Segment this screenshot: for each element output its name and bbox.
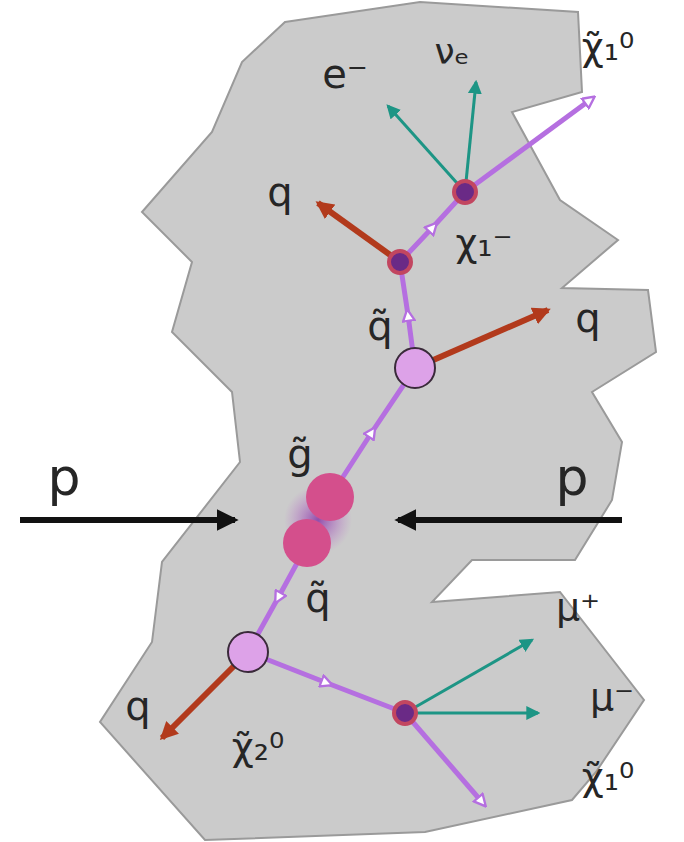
proton-label: p bbox=[555, 449, 588, 506]
lepton-arrow bbox=[405, 712, 538, 715]
decay-dot bbox=[394, 702, 416, 724]
particle-label: χ̃₂⁰ bbox=[232, 727, 284, 769]
decay-dot bbox=[389, 251, 411, 273]
sparticle-line bbox=[465, 100, 590, 192]
particle-label: q̃ bbox=[367, 304, 392, 348]
event-region bbox=[100, 2, 656, 840]
particle-label: χ₁⁻ bbox=[455, 223, 512, 265]
sparticle-line bbox=[400, 192, 465, 262]
particle-label: χ̃₁⁰ bbox=[582, 757, 634, 799]
squark-blob bbox=[283, 519, 331, 567]
particle-label: χ̃₁⁰ bbox=[582, 27, 634, 69]
proton-beam-arrow bbox=[398, 517, 622, 523]
quark-label: q bbox=[267, 170, 292, 214]
lepton-label: μ⁻ bbox=[590, 677, 634, 719]
lepton-label: e⁻ bbox=[322, 52, 368, 96]
lepton-label: μ⁺ bbox=[556, 587, 600, 629]
quark-arrow bbox=[415, 310, 548, 368]
decay-vertex bbox=[228, 632, 268, 672]
sparticle-line bbox=[248, 652, 405, 713]
lepton-arrow bbox=[465, 82, 476, 192]
quark-label: q bbox=[125, 684, 150, 728]
quark-arrow bbox=[318, 203, 400, 262]
sparticle-line bbox=[405, 713, 482, 802]
particle-label: q̃ bbox=[305, 576, 330, 620]
decay-dot bbox=[454, 181, 476, 203]
lepton-arrow bbox=[405, 640, 532, 713]
proton-label: p bbox=[47, 449, 80, 506]
gluino-blob bbox=[306, 473, 354, 521]
lepton-arrow bbox=[388, 106, 465, 192]
lepton-label: νₑ bbox=[434, 32, 469, 72]
particle-label: g̃ bbox=[287, 432, 312, 476]
quark-label: q bbox=[575, 296, 600, 340]
decay-vertex bbox=[395, 348, 435, 388]
proton-beam-arrow bbox=[20, 517, 235, 523]
